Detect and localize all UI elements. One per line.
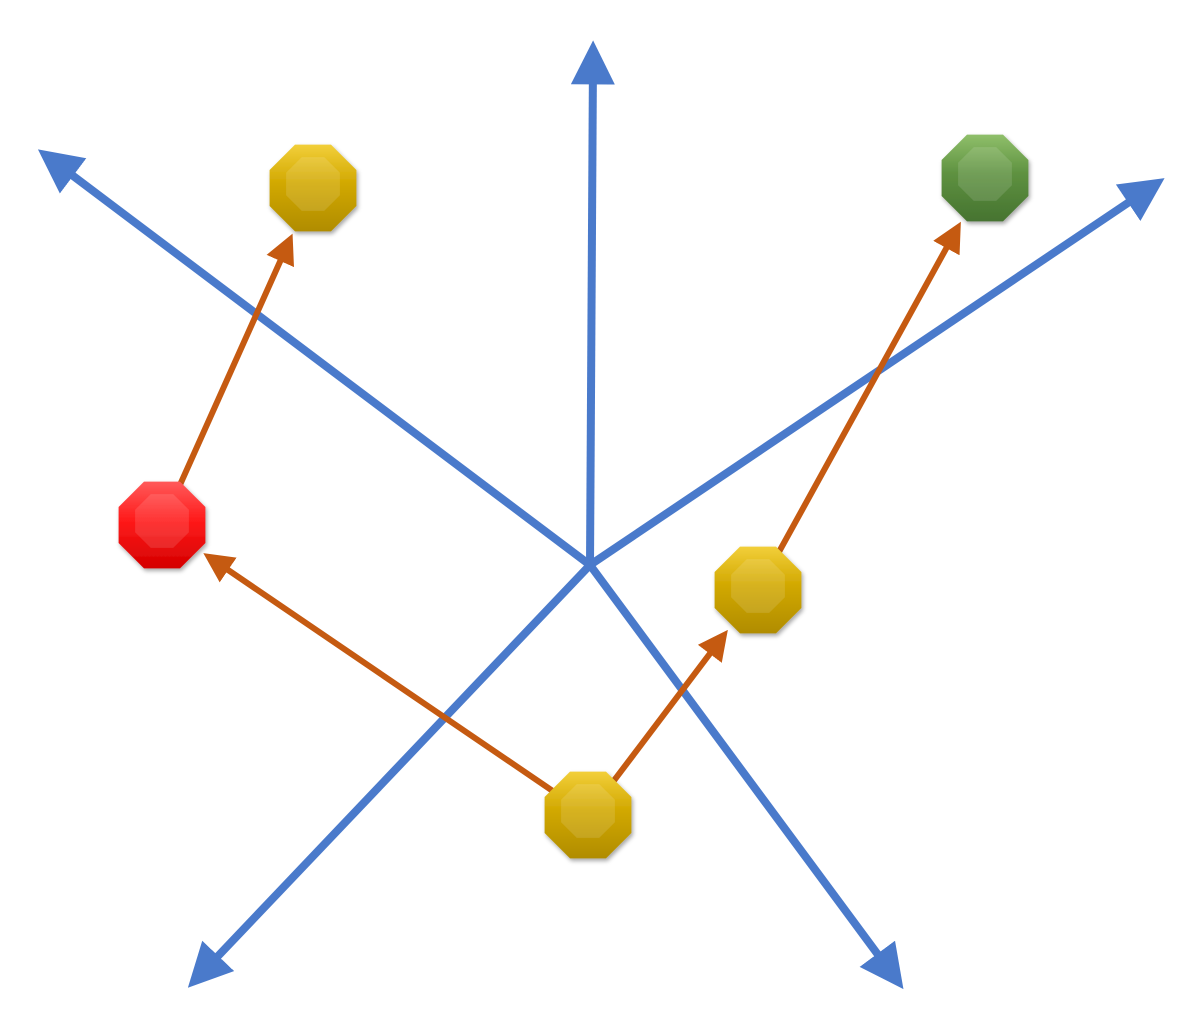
nodes-layer (118, 134, 1029, 859)
edge-arrow-right-to-top-right (775, 221, 961, 555)
node-top-right (941, 134, 1029, 222)
node-left (118, 481, 206, 569)
edge-arrow-bottom-to-left (203, 553, 555, 794)
axis-arrow-up (570, 40, 615, 566)
node-bevel-top-right (958, 147, 1012, 201)
edge-arrow-left-to-top-left (176, 233, 294, 488)
node-octagon-top-left (269, 144, 357, 232)
axis-arrow-lower-left (187, 562, 593, 988)
node-bevel-right (731, 559, 785, 613)
axes-layer (37, 40, 1165, 990)
node-octagon-right (714, 546, 802, 634)
node-bevel-left (135, 494, 189, 548)
axis-arrow-upper-left (37, 149, 593, 569)
edges-layer (176, 221, 961, 794)
node-octagon-top-right (941, 134, 1029, 222)
node-bevel-top-left (286, 157, 340, 211)
node-bevel-bottom (561, 784, 615, 838)
node-octagon-bottom (544, 771, 632, 859)
node-top-left (269, 144, 357, 232)
axis-arrow-upper-right (587, 178, 1165, 569)
edge-arrow-bottom-to-right (610, 629, 728, 784)
node-octagon-left (118, 481, 206, 569)
node-bottom (544, 771, 632, 859)
node-right (714, 546, 802, 634)
axis-arrow-lower-right (586, 562, 904, 990)
